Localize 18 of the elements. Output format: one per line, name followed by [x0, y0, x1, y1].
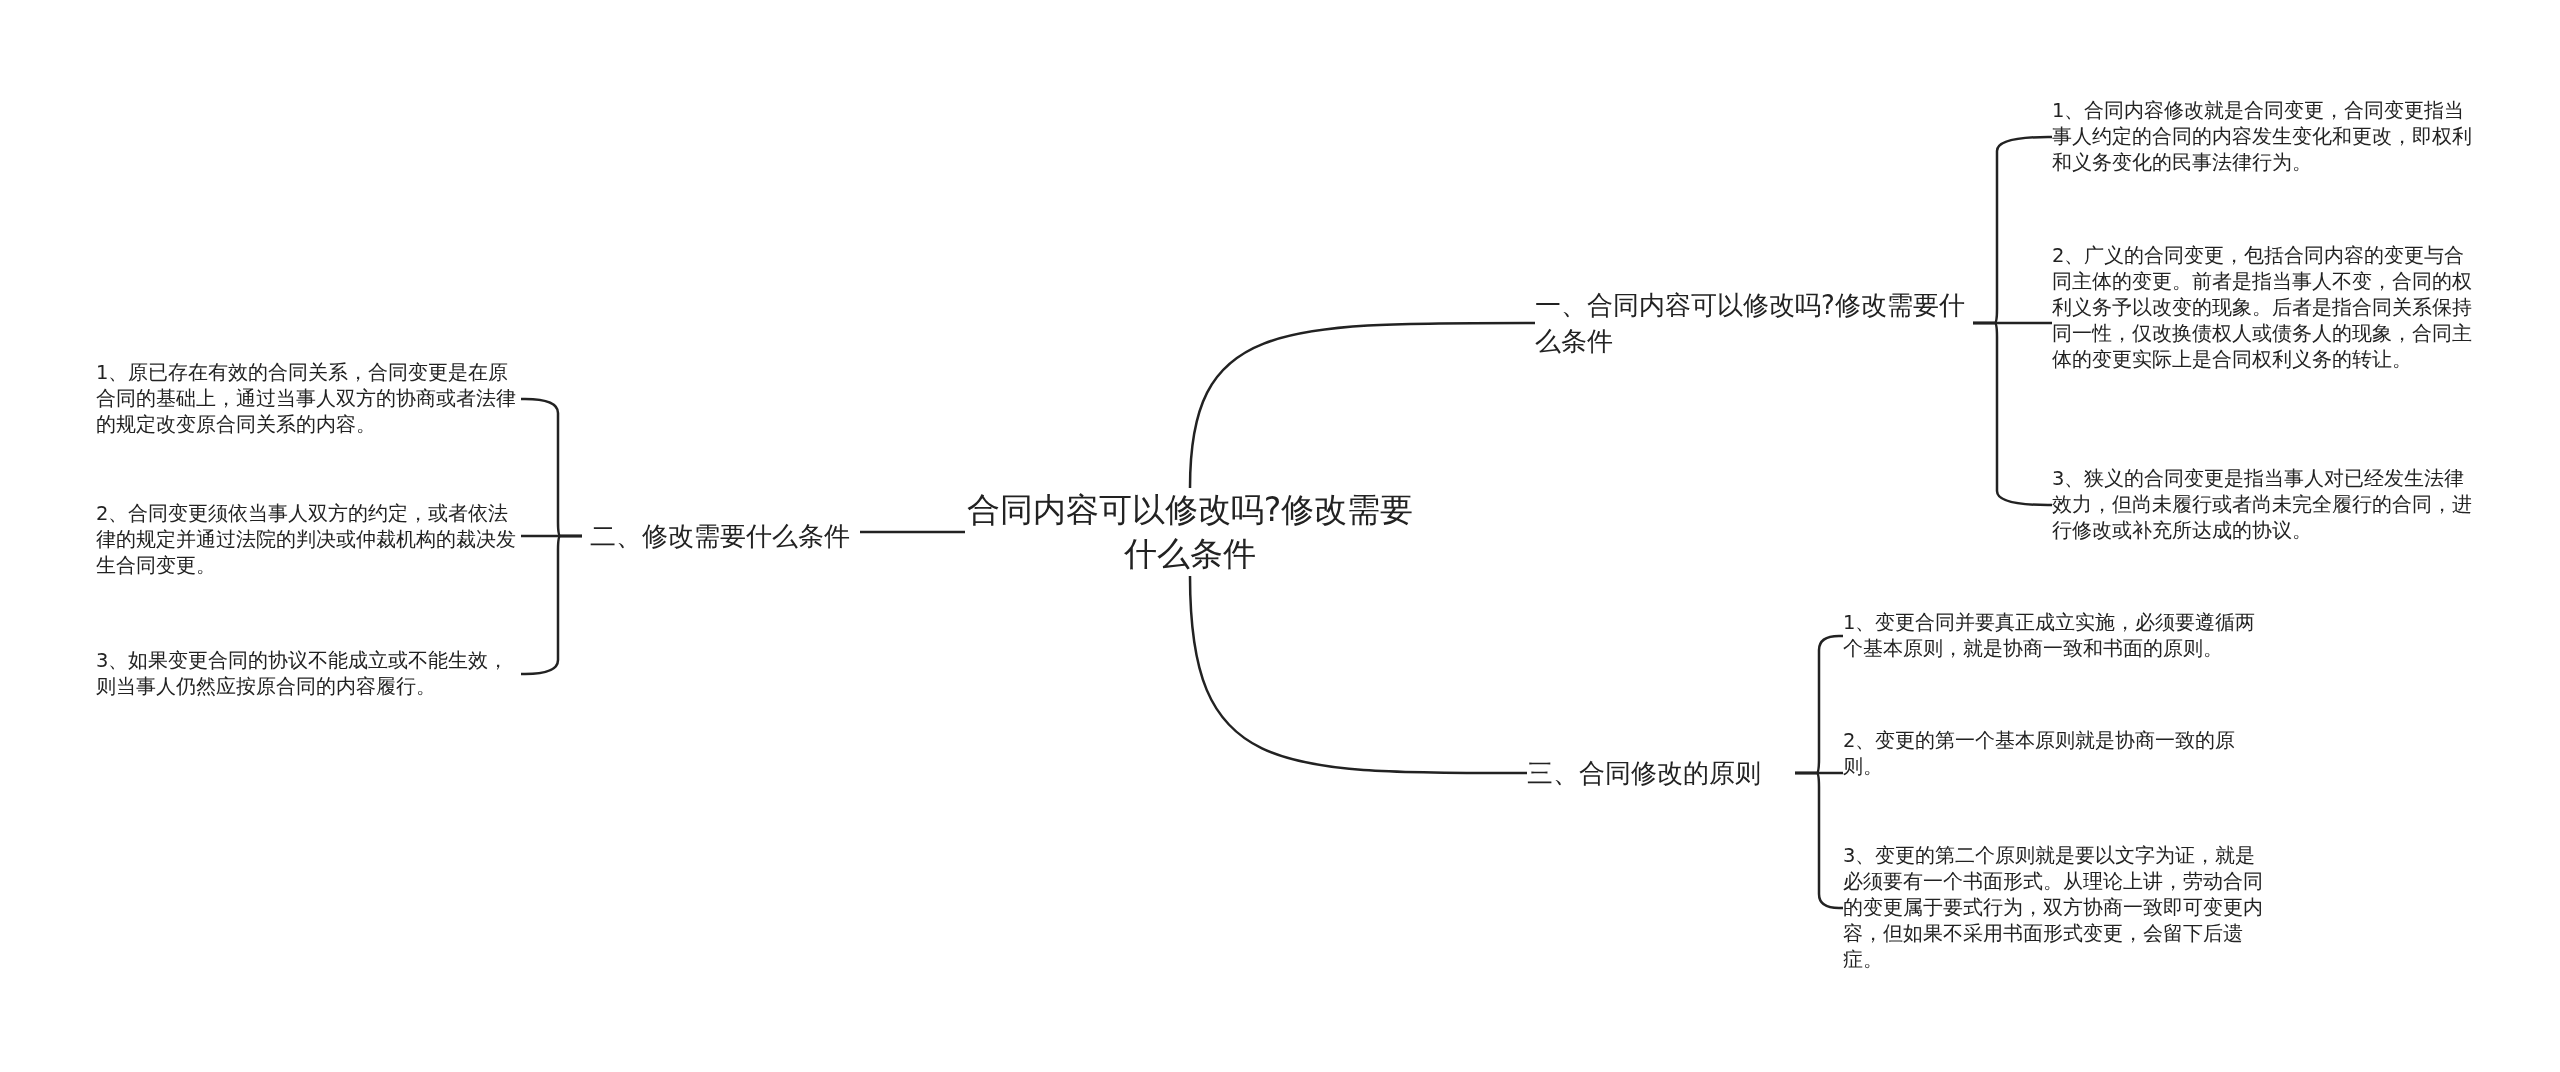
connector-line	[1188, 575, 1527, 775]
leaf-text: 2、广义的合同变更，包括合同内容的变更与合同主体的变更。前者是指当事人不变，合同的权利义务予以改变的现象。后者是指合同关系保持同一性，仅改换债权人或债务人的现象，合同主体的变更实际上是合同权利义务的转让。	[2052, 243, 2477, 373]
connector-line	[1188, 321, 1535, 489]
central-topic: 合同内容可以修改吗?修改需要什么条件	[965, 488, 1415, 576]
leaf-text: 1、合同内容修改就是合同变更，合同变更指当事人约定的合同的内容发生变化和更改，即权利和义务变化的民事法律行为。	[2052, 98, 2477, 176]
branch-topic: 一、合同内容可以修改吗?修改需要什么条件	[1535, 287, 1965, 359]
leaf-text: 1、变更合同并要真正成立实施，必须要遵循两个基本原则，就是协商一致和书面的原则。	[1843, 610, 2273, 662]
branch-topic: 二、修改需要什么条件	[590, 518, 860, 554]
leaf-text: 3、如果变更合同的协议不能成立或不能生效，则当事人仍然应按原合同的内容履行。	[96, 648, 521, 700]
connector-line	[860, 530, 965, 534]
leaf-text: 1、原已存在有效的合同关系，合同变更是在原合同的基础上，通过当事人双方的协商或者法律的规定改变原合同关系的内容。	[96, 360, 521, 438]
connector-line	[521, 534, 582, 676]
leaf-text: 2、合同变更须依当事人双方的约定，或者依法律的规定并通过法院的判决或仲裁机构的裁决发生合同变更。	[96, 501, 521, 579]
connector-line	[1973, 321, 2052, 507]
leaf-text: 2、变更的第一个基本原则就是协商一致的原则。	[1843, 728, 2273, 780]
leaf-text: 3、狭义的合同变更是指当事人对已经发生法律效力，但尚未履行或者尚未完全履行的合同，进行修改或补充所达成的协议。	[2052, 466, 2477, 544]
branch-topic: 三、合同修改的原则	[1527, 755, 1787, 791]
leaf-text: 3、变更的第二个原则就是要以文字为证，就是必须要有一个书面形式。从理论上讲，劳动合同的变更属于要式行为，双方协商一致即可变更内容，但如果不采用书面形式变更，会留下后遗症。	[1843, 843, 2273, 973]
